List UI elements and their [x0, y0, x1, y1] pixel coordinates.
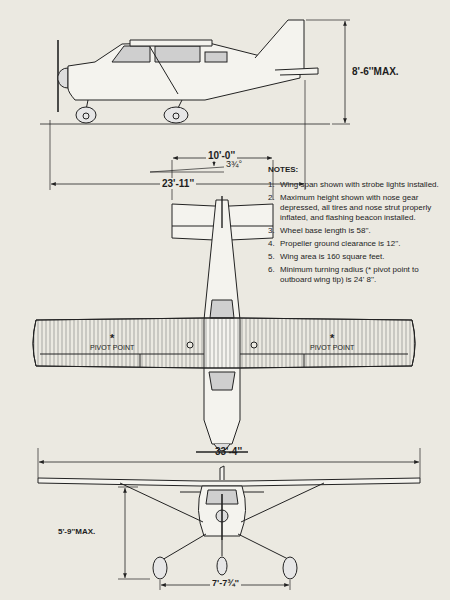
track-dimension: 7'-7¾'': [210, 579, 241, 589]
stabilizer-span-dimension: 10'-0'': [206, 150, 237, 161]
note-text: Maximum height shown with nose gear depr…: [280, 193, 440, 223]
note-text: Wheel base length is 58''.: [280, 226, 440, 236]
note-text: Minimum turning radius (* pivot point to…: [280, 265, 440, 285]
max-height-dimension: 5'-9''MAX.: [58, 528, 95, 537]
note-number: 6.: [268, 265, 275, 275]
angle-dimension: 3¾°: [226, 160, 242, 170]
notes-heading: NOTES:: [268, 166, 298, 175]
height-dimension: 8'-6''MAX.: [352, 66, 399, 77]
note-number: 2.: [268, 193, 275, 203]
note-number: 4.: [268, 239, 275, 249]
pivot-mark: *: [110, 332, 114, 344]
pivot-point-label: PIVOT POINT: [310, 344, 354, 352]
pivot-mark: *: [330, 332, 334, 344]
note-number: 3.: [268, 226, 275, 236]
note-number: 1.: [268, 180, 275, 190]
note-text: Wing span shown with strobe lights insta…: [280, 180, 440, 190]
note-text: Propeller ground clearance is 12''.: [280, 239, 440, 249]
note-number: 5.: [268, 252, 275, 262]
wingspan-dimension: 33'-4'': [215, 446, 242, 457]
length-dimension: 23'-11'': [160, 178, 196, 189]
note-text: Wing area is 160 square feet.: [280, 252, 440, 262]
pivot-point-label: PIVOT POINT: [90, 344, 134, 352]
